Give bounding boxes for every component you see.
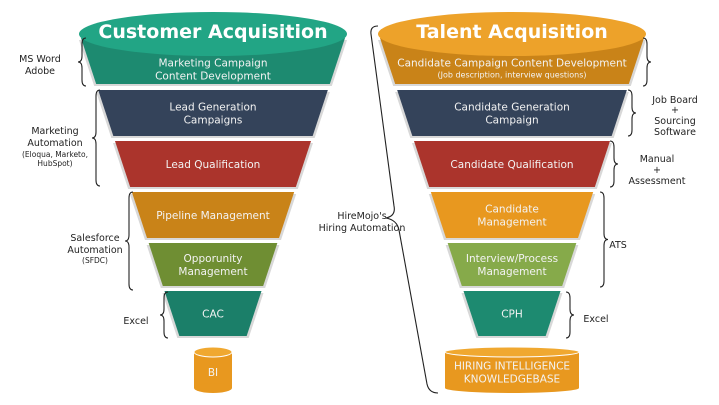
stage-label: Lead Generation: [169, 102, 256, 114]
stage-shape: [413, 141, 611, 187]
stage-shape: [114, 141, 312, 187]
svg-text:Hiring Automation: Hiring Automation: [319, 223, 406, 234]
stage-label: Candidate Generation: [454, 102, 570, 114]
funnel-title: Customer Acquisition: [98, 21, 327, 43]
svg-text:Automation: Automation: [27, 138, 82, 149]
funnel-rim: [79, 12, 347, 56]
stage-label: Management: [477, 217, 546, 229]
tool-label-ms-word: MS Word Adobe: [19, 54, 61, 77]
tool-label-excel-right: Excel: [583, 314, 608, 325]
svg-text:Salesforce: Salesforce: [70, 233, 119, 244]
funnel-stage-6: CAC: [162, 291, 264, 338]
svg-text:+: +: [671, 105, 679, 116]
cylinder-body: [194, 352, 232, 388]
svg-text:Software: Software: [654, 127, 696, 138]
svg-text:Adobe: Adobe: [25, 66, 55, 77]
svg-text:MS Word: MS Word: [19, 54, 61, 65]
tool-brackets: [77, 25, 652, 394]
brace-content-tools: [642, 37, 652, 87]
tool-label-manual-assessment: Manual + Assessment: [629, 154, 686, 187]
svg-text:(Eloqua, Marketo,: (Eloqua, Marketo,: [22, 150, 88, 159]
svg-text:Sourcing: Sourcing: [654, 116, 695, 127]
database-label: HIRING INTELLIGENCE: [454, 361, 570, 373]
tool-label-ats: ATS: [609, 240, 627, 251]
stage-shape: [397, 90, 627, 136]
stage-label: Marketing Campaign: [159, 58, 268, 70]
funnel-stage-3: Lead Qualification: [112, 141, 314, 189]
funnel-top: Talent Acquisition: [378, 12, 646, 56]
stage-shape: [463, 291, 561, 336]
stage-label: CPH: [501, 309, 523, 321]
stage-label: Lead Qualification: [166, 159, 261, 171]
brace-salesforce: [124, 191, 134, 291]
stage-label: Interview/Process: [466, 253, 558, 265]
database-label: BI: [208, 367, 218, 379]
cylinder-body: [445, 352, 579, 388]
stage-shape: [131, 192, 295, 238]
stage-shape: [98, 90, 328, 136]
funnel-stage-6: CPH: [461, 291, 563, 338]
tool-label-excel-left: Excel: [123, 316, 148, 327]
stage-shape: [430, 192, 594, 238]
stage-note: (Job description, interview questions): [437, 71, 586, 80]
brace-ms-word: [77, 37, 87, 87]
stage-label: Management: [477, 266, 546, 278]
brace-manual-assessment: [609, 140, 619, 188]
tool-label-salesforce: Salesforce Automation (SFDC): [67, 233, 122, 265]
cylinder-top: [193, 346, 233, 358]
stage-label: Content Development: [155, 71, 271, 83]
funnel-stage-4: Pipeline Management: [129, 192, 297, 240]
svg-text:HireMojo's: HireMojo's: [337, 211, 386, 222]
stage-label: Management: [178, 266, 247, 278]
svg-text:HubSpot): HubSpot): [37, 159, 72, 168]
stage-shape: [164, 291, 262, 336]
hiremojo-automation-label: HireMojo's Hiring Automation: [319, 211, 406, 234]
stage-shape: [447, 243, 577, 286]
tool-label-job-board: Job Board + Sourcing Software: [651, 95, 698, 138]
funnel-stage-3: Candidate Qualification: [411, 141, 613, 189]
brace-marketing-automation: [91, 89, 101, 187]
cylinder-top: [444, 346, 580, 358]
funnel-title: Talent Acquisition: [416, 21, 608, 43]
stage-label: Candidate: [485, 204, 539, 216]
stage-label: Campaigns: [184, 115, 243, 127]
database-cylinder: BI: [193, 346, 233, 393]
brace-excel-right: [565, 291, 575, 339]
svg-text:Assessment: Assessment: [629, 176, 686, 187]
brace-ats: [599, 191, 609, 288]
svg-text:Automation: Automation: [67, 245, 122, 256]
brace-hiremojo-automation: [370, 25, 439, 394]
tool-label-marketing-automation: Marketing Automation (Eloqua, Marketo, H…: [22, 126, 88, 168]
svg-text:Marketing: Marketing: [31, 126, 78, 137]
stage-label: CAC: [202, 309, 224, 321]
stage-label: Candidate Qualification: [450, 159, 573, 171]
svg-text:Manual: Manual: [640, 154, 675, 165]
stage-label: Candidate Campaign Content Development: [397, 58, 626, 70]
funnel-top: Customer Acquisition: [79, 12, 347, 56]
stage-label: Campaign: [485, 115, 538, 127]
brace-job-board: [627, 89, 637, 137]
svg-text:+: +: [653, 165, 661, 176]
stage-label: Pipeline Management: [156, 210, 270, 222]
database-label: KNOWLEDGEBASE: [464, 374, 560, 386]
cylinder-bottom: [445, 383, 579, 393]
funnel-rim: [378, 12, 646, 56]
svg-text:(SFDC): (SFDC): [82, 256, 108, 265]
stage-shape: [148, 243, 278, 286]
brace-excel-left: [159, 291, 169, 339]
stage-label: Opporunity: [184, 253, 243, 265]
talent-acquisition-funnel: Candidate Campaign Content Development(J…: [378, 12, 646, 393]
cylinder-bottom: [194, 383, 232, 393]
svg-text:Job Board: Job Board: [651, 95, 698, 106]
